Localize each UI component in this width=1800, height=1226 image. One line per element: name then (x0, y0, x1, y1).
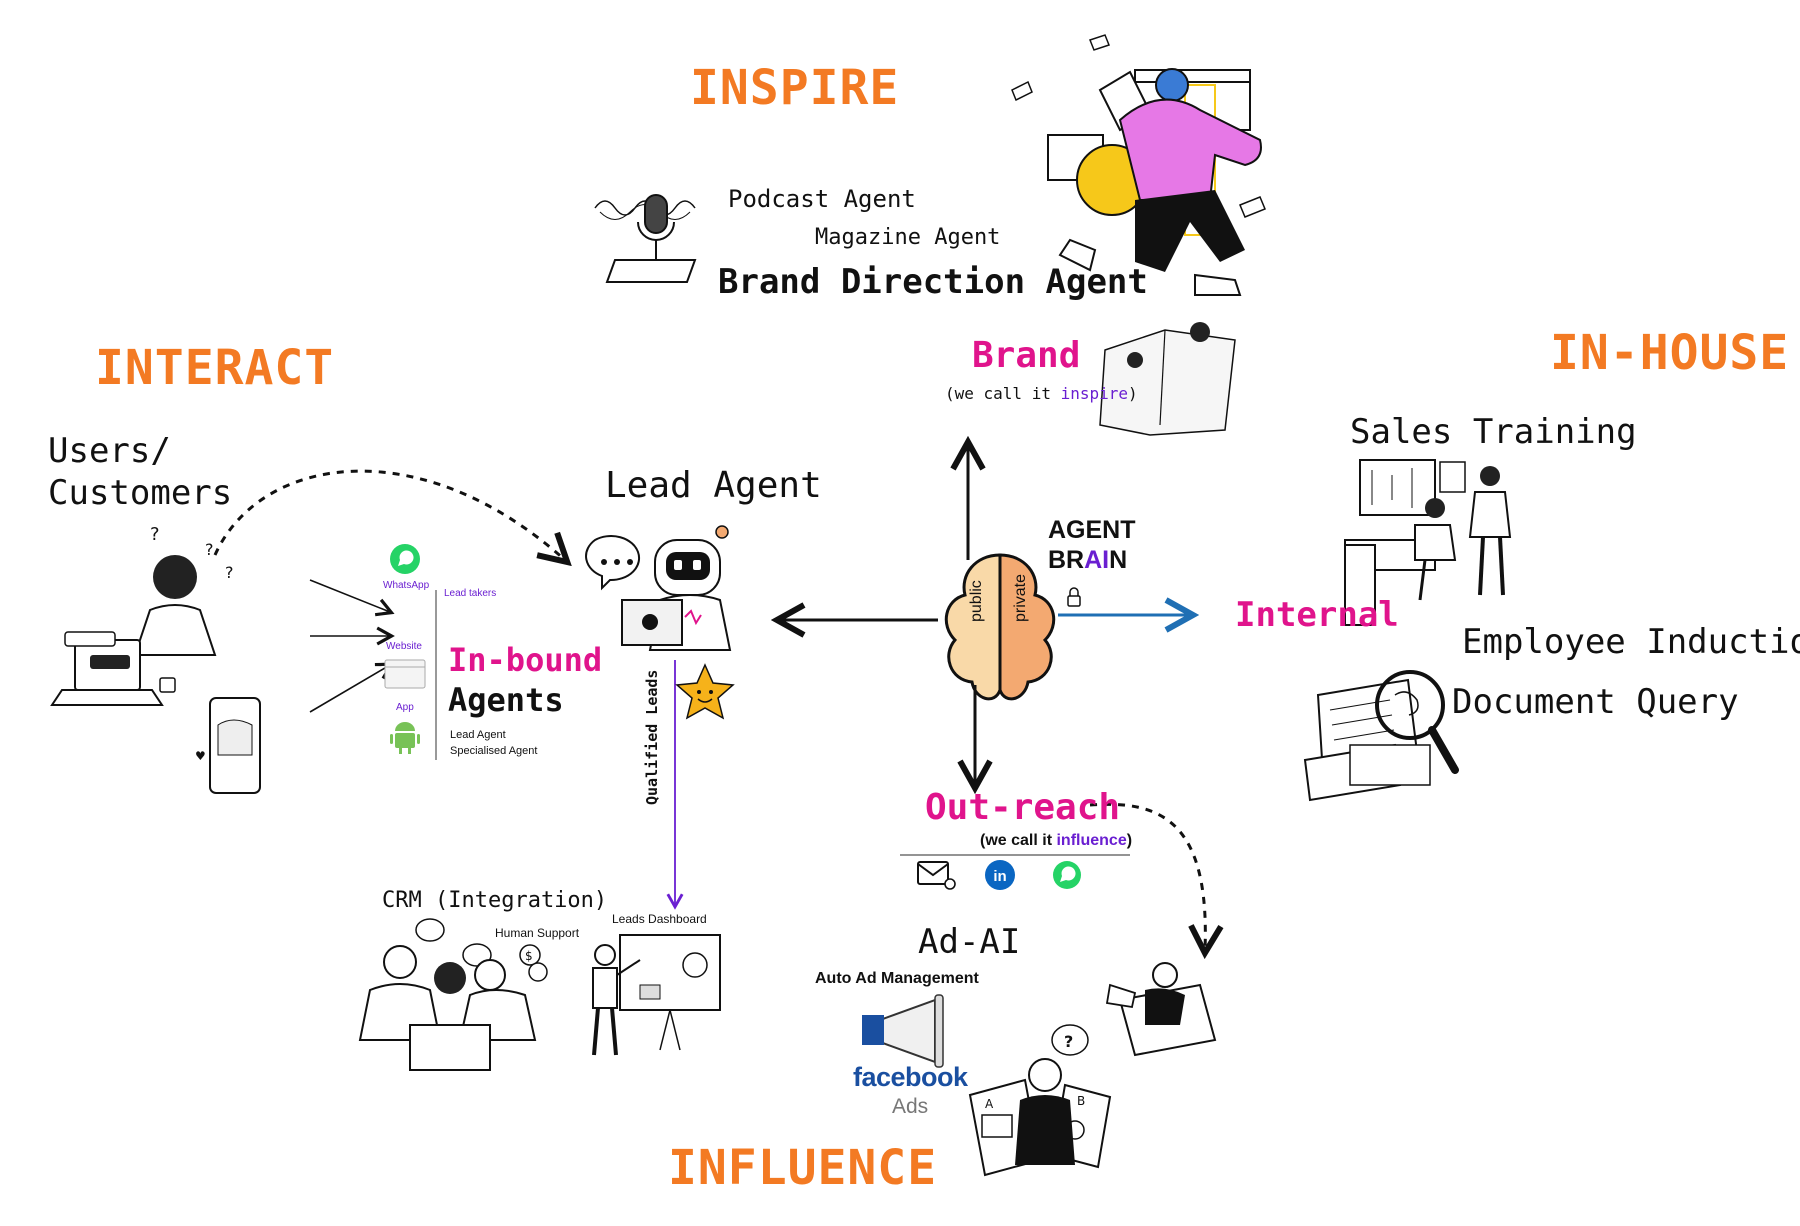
ab-testing-illustration: A B ? (968, 1024, 1112, 1177)
arrow-users-to-lead-agent (213, 469, 565, 560)
outreach-subtitle: (we call it influence) (980, 832, 1132, 850)
podcast-microphone-icon (594, 194, 697, 283)
facebook-ads-label: Ads (892, 1095, 929, 1118)
employee-induction-label: Employee Induction (1462, 622, 1800, 662)
svg-text:?: ? (150, 524, 160, 545)
agent-brain-icon (944, 553, 1081, 701)
section-inhouse: IN-HOUSE (1550, 325, 1790, 381)
magazine-agent-label: Magazine Agent (815, 225, 1001, 250)
internal-label: Internal (1235, 595, 1399, 635)
magazine-illustration (1099, 322, 1236, 436)
users-customers-label: Users/ Customers (48, 430, 232, 514)
users-line2: Customers (48, 473, 233, 513)
brain-ai-highlight: AI (1084, 546, 1110, 574)
brain-public-label: public (968, 580, 985, 622)
inbound-line2: Agents (448, 681, 564, 719)
lead-takers-label: Lead takers (444, 588, 497, 599)
brand-subtitle-suffix: ) (1128, 384, 1138, 403)
leads-dashboard-label: Leads Dashboard (612, 912, 707, 926)
section-inspire: INSPIRE (690, 60, 900, 116)
brand-direction-agent-label: Brand Direction Agent (718, 262, 1148, 302)
brain-private-label: private (1012, 573, 1029, 622)
whatsapp-icon (390, 544, 420, 574)
podcast-agent-label: Podcast Agent (728, 185, 916, 213)
svg-text:?: ? (225, 563, 234, 582)
whatsapp-label: WhatsApp (383, 580, 430, 591)
android-icon (390, 722, 420, 754)
inbound-agent-list: Lead Agent Specialised Agent (450, 727, 537, 759)
svg-text:?: ? (1064, 1032, 1073, 1051)
sales-training-label: Sales Training (1350, 412, 1637, 452)
svg-text:♥: ♥ (195, 749, 206, 763)
brand-title: Brand (972, 335, 1081, 376)
inspire-character-illustration (1011, 34, 1266, 296)
crm-team-illustration: $ (358, 918, 548, 1071)
document-query-illustration (1303, 670, 1459, 802)
inbound-specialised-agent: Specialised Agent (450, 745, 538, 757)
agent-brain-label: AGENT BRAIN (1048, 515, 1136, 575)
outreach-title: Out-reach (925, 787, 1121, 828)
whatsapp-outreach-icon (1053, 861, 1081, 889)
qualified-leads-label: Qualified Leads (643, 669, 661, 805)
ad-ai-label: Ad-AI (918, 922, 1021, 962)
agent-brain-line2: BRAIN (1048, 546, 1128, 574)
sales-training-illustration (1344, 459, 1512, 626)
document-query-label: Document Query (1452, 682, 1739, 722)
brand-subtitle: (we call it inspire) (945, 384, 1138, 403)
facebook-logo-text: facebook (853, 1062, 968, 1092)
star-icon (675, 663, 735, 720)
influencer-laptop-illustration (1105, 962, 1217, 1057)
agent-brain-line1: AGENT (1048, 516, 1136, 544)
linkedin-icon: in (985, 860, 1015, 890)
inbound-lead-agent: Lead Agent (450, 729, 506, 741)
users-customers-illustration: ? ? ? ♥ (50, 524, 261, 794)
svg-text:A: A (985, 1097, 994, 1111)
human-support-label: Human Support (495, 926, 580, 940)
lead-agent-title: Lead Agent (605, 465, 822, 506)
brand-subtitle-word: inspire (1060, 384, 1129, 403)
svg-text:in: in (993, 868, 1006, 885)
outreach-subtitle-suffix: ) (1126, 832, 1133, 849)
section-influence: INFLUENCE (668, 1140, 938, 1196)
megaphone-icon (862, 994, 944, 1068)
users-line1: Users/ (48, 431, 171, 471)
leads-dashboard-illustration (592, 934, 721, 1056)
brand-subtitle-prefix: (we call it (945, 384, 1051, 403)
inbound-agents-label: In-bound Agents (448, 640, 602, 720)
section-interact: INTERACT (95, 340, 335, 396)
website-label: Website (386, 641, 422, 652)
outreach-subtitle-word: influence (1056, 832, 1127, 849)
crm-integration-label: CRM (Integration) (382, 888, 608, 913)
lock-icon (1067, 587, 1081, 607)
svg-text:$: $ (525, 949, 533, 963)
website-icon (384, 659, 426, 689)
outreach-subtitle-prefix: (we call it (980, 832, 1053, 849)
app-label: App (396, 702, 414, 713)
lead-agent-robot-illustration (585, 525, 732, 651)
svg-text:?: ? (205, 540, 214, 559)
email-icon (917, 861, 956, 890)
svg-text:B: B (1077, 1094, 1085, 1108)
auto-ad-management-label: Auto Ad Management (815, 970, 979, 987)
inbound-line1: In-bound (448, 641, 603, 679)
